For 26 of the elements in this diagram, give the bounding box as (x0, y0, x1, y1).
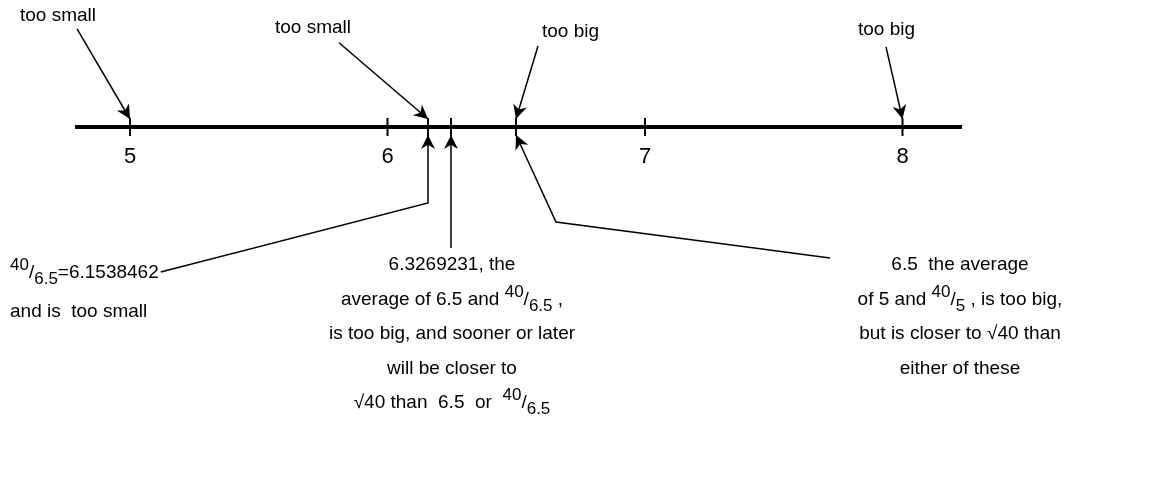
leader-arrow (444, 134, 458, 249)
annotation-text: too small (275, 16, 352, 39)
leader-arrow (338, 42, 429, 120)
tick-label: 7 (638, 143, 652, 169)
leader-arrow (513, 45, 539, 120)
leader-arrow (160, 134, 435, 273)
annotation-text: but is closer to √40 than (859, 321, 1061, 345)
annotation-text: average of 6.5 and $^{40}$/$_{6.5}$ , (340, 284, 564, 313)
leader-arrow (76, 28, 131, 120)
tick-label: 5 (123, 143, 137, 169)
annotation-text: of 5 and $^{40}$/$_{5}$ , is too big, (857, 284, 1063, 313)
annotation-text: 6.3269231, the (388, 252, 516, 276)
annotation-text: too small (20, 4, 97, 27)
annotation-text: is too big, and sooner or later (328, 321, 576, 345)
annotation-text: will be closer to (387, 355, 517, 380)
leader-arrow (515, 134, 831, 259)
tick-label: 6 (381, 143, 394, 169)
tick-label: 8 (896, 143, 909, 169)
annotation-text: too big (858, 18, 916, 41)
annotation-text: $^{40}$/$_{6.5}$=6.1538462 (10, 258, 159, 287)
annotation-text: either of these (899, 355, 1021, 380)
annotation-text: 6.5 the average (891, 252, 1029, 276)
leader-arrow (885, 46, 907, 120)
annotation-text: too big (542, 20, 600, 43)
annotation-text: and is too small (10, 298, 148, 323)
annotation-text: √40 than 6.5 or $^{40}$/$_{6.5}$ (353, 388, 551, 417)
